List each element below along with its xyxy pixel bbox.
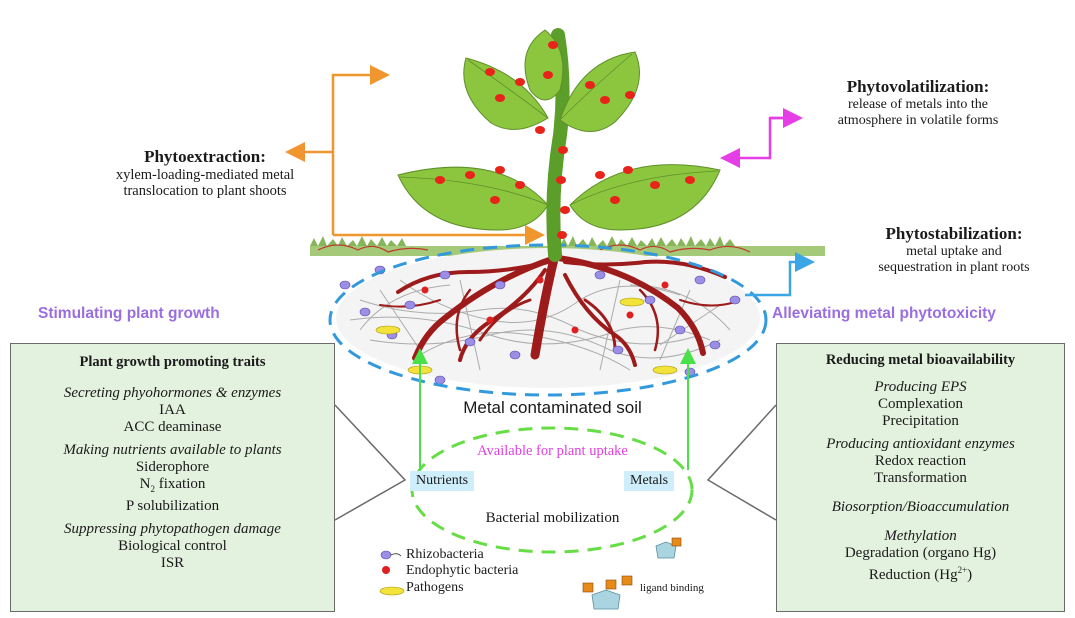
right-group1-title: Producing EPS: [777, 379, 1064, 396]
left-group1-item-iaa: IAA: [11, 402, 334, 419]
metals-tag: Metals: [624, 471, 674, 491]
available-uptake-label: Available for plant uptake: [445, 443, 660, 460]
left-group3-item-isr: ISR: [11, 555, 334, 572]
legend-icons: [380, 551, 404, 595]
legend-ligand-binding: ligand binding: [640, 582, 704, 595]
right-group2-item-transformation: Transformation: [777, 470, 1064, 487]
phytovolatilization-title: Phytovolatilization: [847, 77, 984, 96]
phytoextraction-desc-1: xylem-loading-mediated metal: [80, 167, 330, 184]
right-group1-item-precipitation: Precipitation: [777, 413, 1064, 430]
left-group2-item-p: P solubilization: [11, 498, 334, 515]
left-panel: Plant growth promoting traits Secreting …: [10, 343, 335, 612]
right-panel-title: Reducing metal bioavailability: [777, 352, 1064, 369]
left-group2-title: Making nutrients available to plants: [11, 442, 334, 459]
phytovolatilization-desc-2: atmosphere in volatile forms: [798, 113, 1038, 129]
heading-stimulating-growth: Stimulating plant growth: [38, 305, 220, 323]
phytovolatilization-label: Phytovolatilization: release of metals i…: [798, 77, 1038, 129]
right-group3-title: Biosorption/Bioaccumulation: [777, 499, 1064, 516]
phytostabilization-desc-1: metal uptake and: [843, 244, 1065, 260]
soil-label: Metal contaminated soil: [425, 398, 680, 418]
nutrients-tag: Nutrients: [410, 471, 474, 491]
phytovolatilization-arrow: [725, 118, 795, 158]
heading-alleviating-toxicity: Alleviating metal phytotoxicity: [772, 305, 996, 323]
phytoextraction-label: Phytoextraction: xylem-loading-mediated …: [80, 147, 330, 200]
phytovolatilization-desc-1: release of metals into the: [798, 97, 1038, 113]
right-group2-item-redox: Redox reaction: [777, 453, 1064, 470]
phytostabilization-desc-2: sequestration in plant roots: [843, 260, 1065, 276]
left-group2-item-siderophore: Siderophore: [11, 459, 334, 476]
left-group3-item-biocontrol: Biological control: [11, 538, 334, 555]
phytostabilization-arrow: [745, 262, 810, 295]
legend-rhizobacteria: Rhizobacteria: [406, 547, 484, 563]
left-group1-title: Secreting phyohormones & enzymes: [11, 385, 334, 402]
right-group2-title: Producing antioxidant enzymes: [777, 436, 1064, 453]
phytostabilization-title: Phytostabilization: [886, 224, 1017, 243]
left-group3-title: Suppressing phytopathogen damage: [11, 521, 334, 538]
left-panel-title: Plant growth promoting traits: [11, 354, 334, 371]
right-group4-title: Methylation: [777, 528, 1064, 545]
right-group1-item-complexation: Complexation: [777, 396, 1064, 413]
right-group4-item-degradation: Degradation (organo Hg): [777, 545, 1064, 562]
phytostabilization-label: Phytostabilization: metal uptake and seq…: [843, 224, 1065, 276]
bacterial-mobilization-label: Bacterial mobilization: [450, 510, 655, 527]
left-group1-item-acc: ACC deaminase: [11, 419, 334, 436]
legend-pathogens: Pathogens: [406, 580, 464, 596]
right-panel: Reducing metal bioavailability Producing…: [776, 343, 1065, 612]
phytoextraction-title: Phytoextraction: [144, 147, 260, 166]
legend-endophytic: Endophytic bacteria: [406, 563, 518, 579]
phytoextraction-desc-2: translocation to plant shoots: [80, 183, 330, 200]
left-group2-item-n2: N2 fixation: [11, 476, 334, 498]
right-group4-item-reduction: Reduction (Hg2+): [777, 562, 1064, 584]
panel-connectors: [335, 405, 776, 520]
